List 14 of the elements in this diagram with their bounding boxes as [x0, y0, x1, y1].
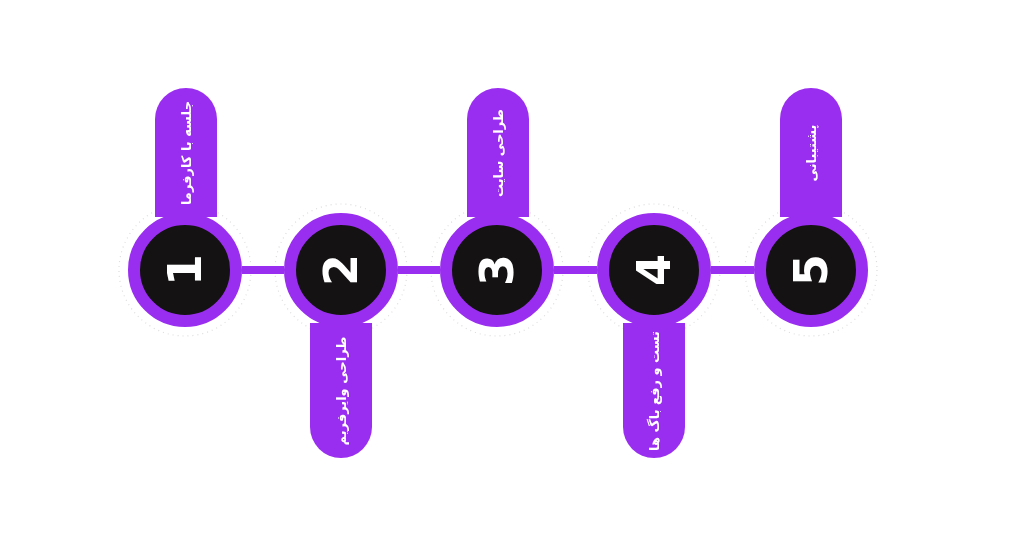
step-label: پشتیبانی [803, 124, 819, 181]
step-number: 4 [627, 254, 681, 286]
step-number: 3 [470, 254, 524, 286]
connector-line [554, 266, 597, 274]
connector-line [398, 266, 440, 274]
connector-line [242, 266, 284, 274]
step-label: طراحی وایرفریم [333, 336, 349, 445]
step-label: تست و رفع باگ ها [646, 330, 662, 451]
connector-line [711, 266, 754, 274]
step-number: 1 [158, 254, 212, 286]
step-label: طراحی سایت [490, 108, 506, 197]
step-label: جلسه با کارفرما [178, 100, 194, 205]
step-number: 5 [784, 254, 838, 286]
step-number: 2 [314, 254, 368, 286]
